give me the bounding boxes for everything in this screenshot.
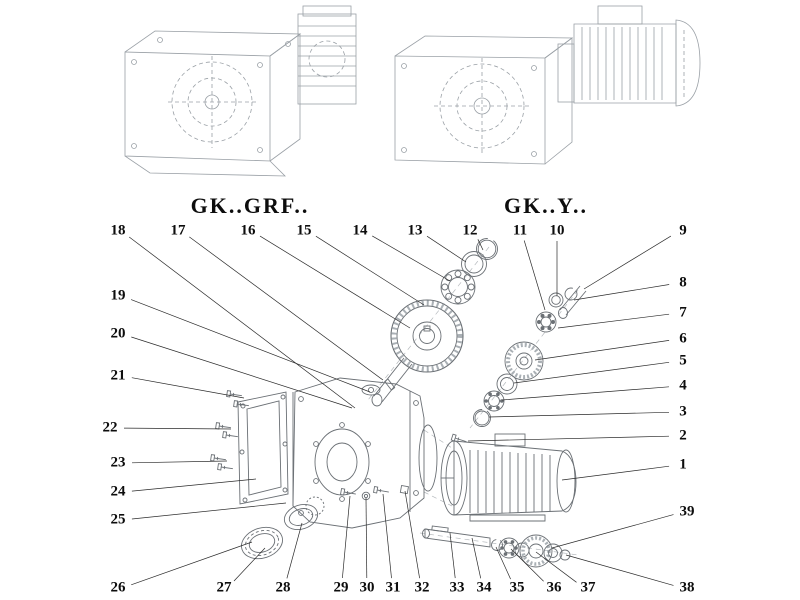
variant-title-gkgrf: GK..GRF..	[190, 193, 310, 218]
callout-16: 16	[240, 222, 256, 239]
callout-25: 25	[110, 511, 126, 528]
callout-1: 1	[679, 456, 687, 473]
leader-line-9	[583, 235, 672, 290]
leader-line-12	[477, 239, 484, 251]
callout-19: 19	[110, 287, 126, 304]
small-gear-and-mid-parts	[473, 341, 544, 427]
leader-line-22	[123, 427, 232, 430]
callout-18: 18	[110, 222, 126, 239]
callout-9: 9	[679, 222, 687, 239]
leader-line-32	[404, 490, 420, 579]
leader-line-4	[501, 386, 670, 401]
output-shaft-assembly	[422, 525, 571, 568]
gearbox-housing	[292, 377, 438, 529]
leader-line-26	[131, 541, 253, 586]
callout-20: 20	[110, 325, 126, 342]
leader-line-39	[551, 514, 674, 549]
leader-line-20	[131, 336, 353, 409]
electric-motor	[440, 433, 577, 522]
callout-10: 10	[549, 222, 565, 239]
leader-line-17	[189, 236, 384, 381]
callout-12: 12	[462, 222, 478, 239]
leader-line-29	[342, 495, 351, 579]
variant-title-gky: GK..Y..	[503, 193, 589, 218]
callout-11: 11	[512, 222, 528, 239]
callout-28: 28	[275, 579, 291, 596]
input-shaft	[371, 357, 413, 407]
axis-guides	[367, 246, 579, 556]
callout-6: 6	[679, 330, 687, 347]
lower-left-bearing-and-cover	[241, 496, 325, 560]
callout-32: 32	[414, 579, 430, 596]
seal-ring-and-circlip-upper	[461, 238, 498, 277]
callout-36: 36	[546, 579, 562, 596]
leader-line-18	[128, 236, 356, 409]
callout-22: 22	[102, 419, 118, 436]
leader-line-33	[449, 532, 456, 579]
small-fasteners	[340, 485, 409, 501]
leader-line-21	[131, 377, 245, 399]
callout-23: 23	[110, 454, 126, 471]
callout-34: 34	[476, 579, 492, 596]
leader-line-16	[259, 235, 411, 329]
leader-line-37	[535, 551, 577, 583]
leader-line-24	[131, 478, 257, 492]
callout-7: 7	[679, 304, 687, 321]
callout-21: 21	[110, 367, 126, 384]
callout-37: 37	[580, 579, 596, 596]
leader-line-3	[488, 411, 670, 418]
large-helical-gear	[390, 299, 464, 373]
leader-line-11	[523, 240, 546, 311]
callout-35: 35	[509, 579, 525, 596]
ball-bearing-upper	[440, 269, 476, 305]
callout-5: 5	[679, 352, 687, 369]
flange-bolts	[210, 390, 250, 473]
leader-line-38	[565, 554, 674, 586]
callout-8: 8	[679, 274, 687, 291]
callout-26: 26	[110, 579, 126, 596]
callout-31: 31	[385, 579, 401, 596]
input-pinion-cluster	[535, 285, 587, 333]
leader-line-2	[467, 435, 670, 442]
assembled-drawing-gky	[394, 5, 701, 165]
callout-24: 24	[110, 483, 126, 500]
callout-33: 33	[449, 579, 465, 596]
callout-13: 13	[407, 222, 423, 239]
leader-line-36	[510, 548, 544, 582]
callout-27: 27	[216, 579, 232, 596]
callout-14: 14	[352, 222, 368, 239]
leader-line-35	[495, 546, 511, 580]
callout-38: 38	[679, 579, 695, 596]
callout-17: 17	[170, 222, 186, 239]
callout-2: 2	[679, 427, 687, 444]
callout-3: 3	[679, 403, 687, 420]
leader-line-7	[557, 313, 670, 329]
leader-line-31	[382, 493, 392, 579]
callout-29: 29	[333, 579, 349, 596]
callout-30: 30	[359, 579, 375, 596]
leader-line-28	[286, 522, 303, 579]
callout-39: 39	[679, 503, 695, 520]
leader-lines	[123, 235, 674, 586]
leader-line-6	[534, 340, 670, 361]
leader-line-30	[365, 497, 368, 579]
leader-line-27	[233, 547, 266, 582]
leader-line-34	[471, 537, 482, 579]
leader-line-14	[372, 235, 451, 282]
leader-line-15	[315, 235, 425, 306]
callout-4: 4	[679, 377, 687, 394]
callout-15: 15	[296, 222, 312, 239]
leader-line-5	[513, 361, 670, 384]
leader-line-8	[573, 284, 670, 301]
leader-line-23	[131, 460, 228, 464]
assembled-drawing-gkgrf	[124, 5, 357, 177]
leader-line-25	[131, 502, 287, 520]
leader-line-1	[561, 465, 670, 481]
leader-line-13	[426, 235, 467, 263]
mounting-flange-plate	[237, 391, 289, 505]
leader-line-19	[130, 299, 371, 393]
